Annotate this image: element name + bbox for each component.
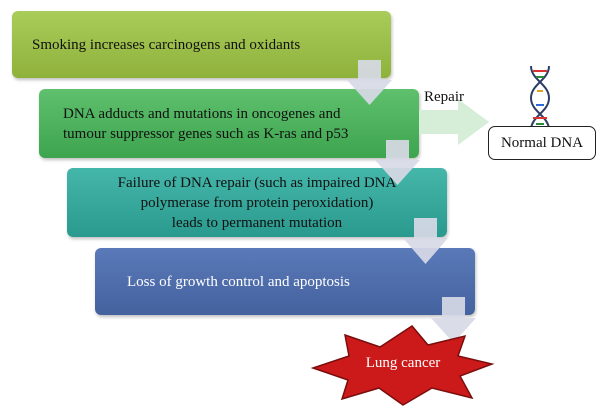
step-dna-adducts-line-1: DNA adducts and mutations in oncogenes a… (63, 105, 341, 122)
step-repair-failure: Failure of DNA repair (such as impaired … (67, 168, 447, 237)
normal-dna-label: Normal DNA (500, 134, 584, 151)
lung-cancer-label: Lung cancer (365, 354, 441, 371)
step-dna-adducts-line-2: tumour suppressor genes such as K-ras an… (63, 125, 349, 142)
step-smoking-text: Smoking increases carcinogens and oxidan… (32, 36, 301, 53)
step-growth-loss-text: Loss of growth control and apoptosis (127, 273, 350, 290)
normal-dna-box: Normal DNA (488, 126, 596, 160)
step-dna-adducts: DNA adducts and mutations in oncogenes a… (39, 89, 419, 158)
step-repair-failure-line-2: polymerase from protein peroxidation) (140, 194, 374, 211)
repair-label: Repair (424, 89, 464, 105)
step-repair-failure-line-1: Failure of DNA repair (such as impaired … (117, 174, 397, 191)
step-smoking: Smoking increases carcinogens and oxidan… (12, 11, 391, 78)
step-repair-failure-line-3: leads to permanent mutation (171, 214, 343, 231)
lung-cancer-outcome: Lung cancer (313, 333, 493, 393)
step-growth-loss: Loss of growth control and apoptosis (95, 248, 475, 315)
dna-helix-icon (529, 65, 551, 131)
